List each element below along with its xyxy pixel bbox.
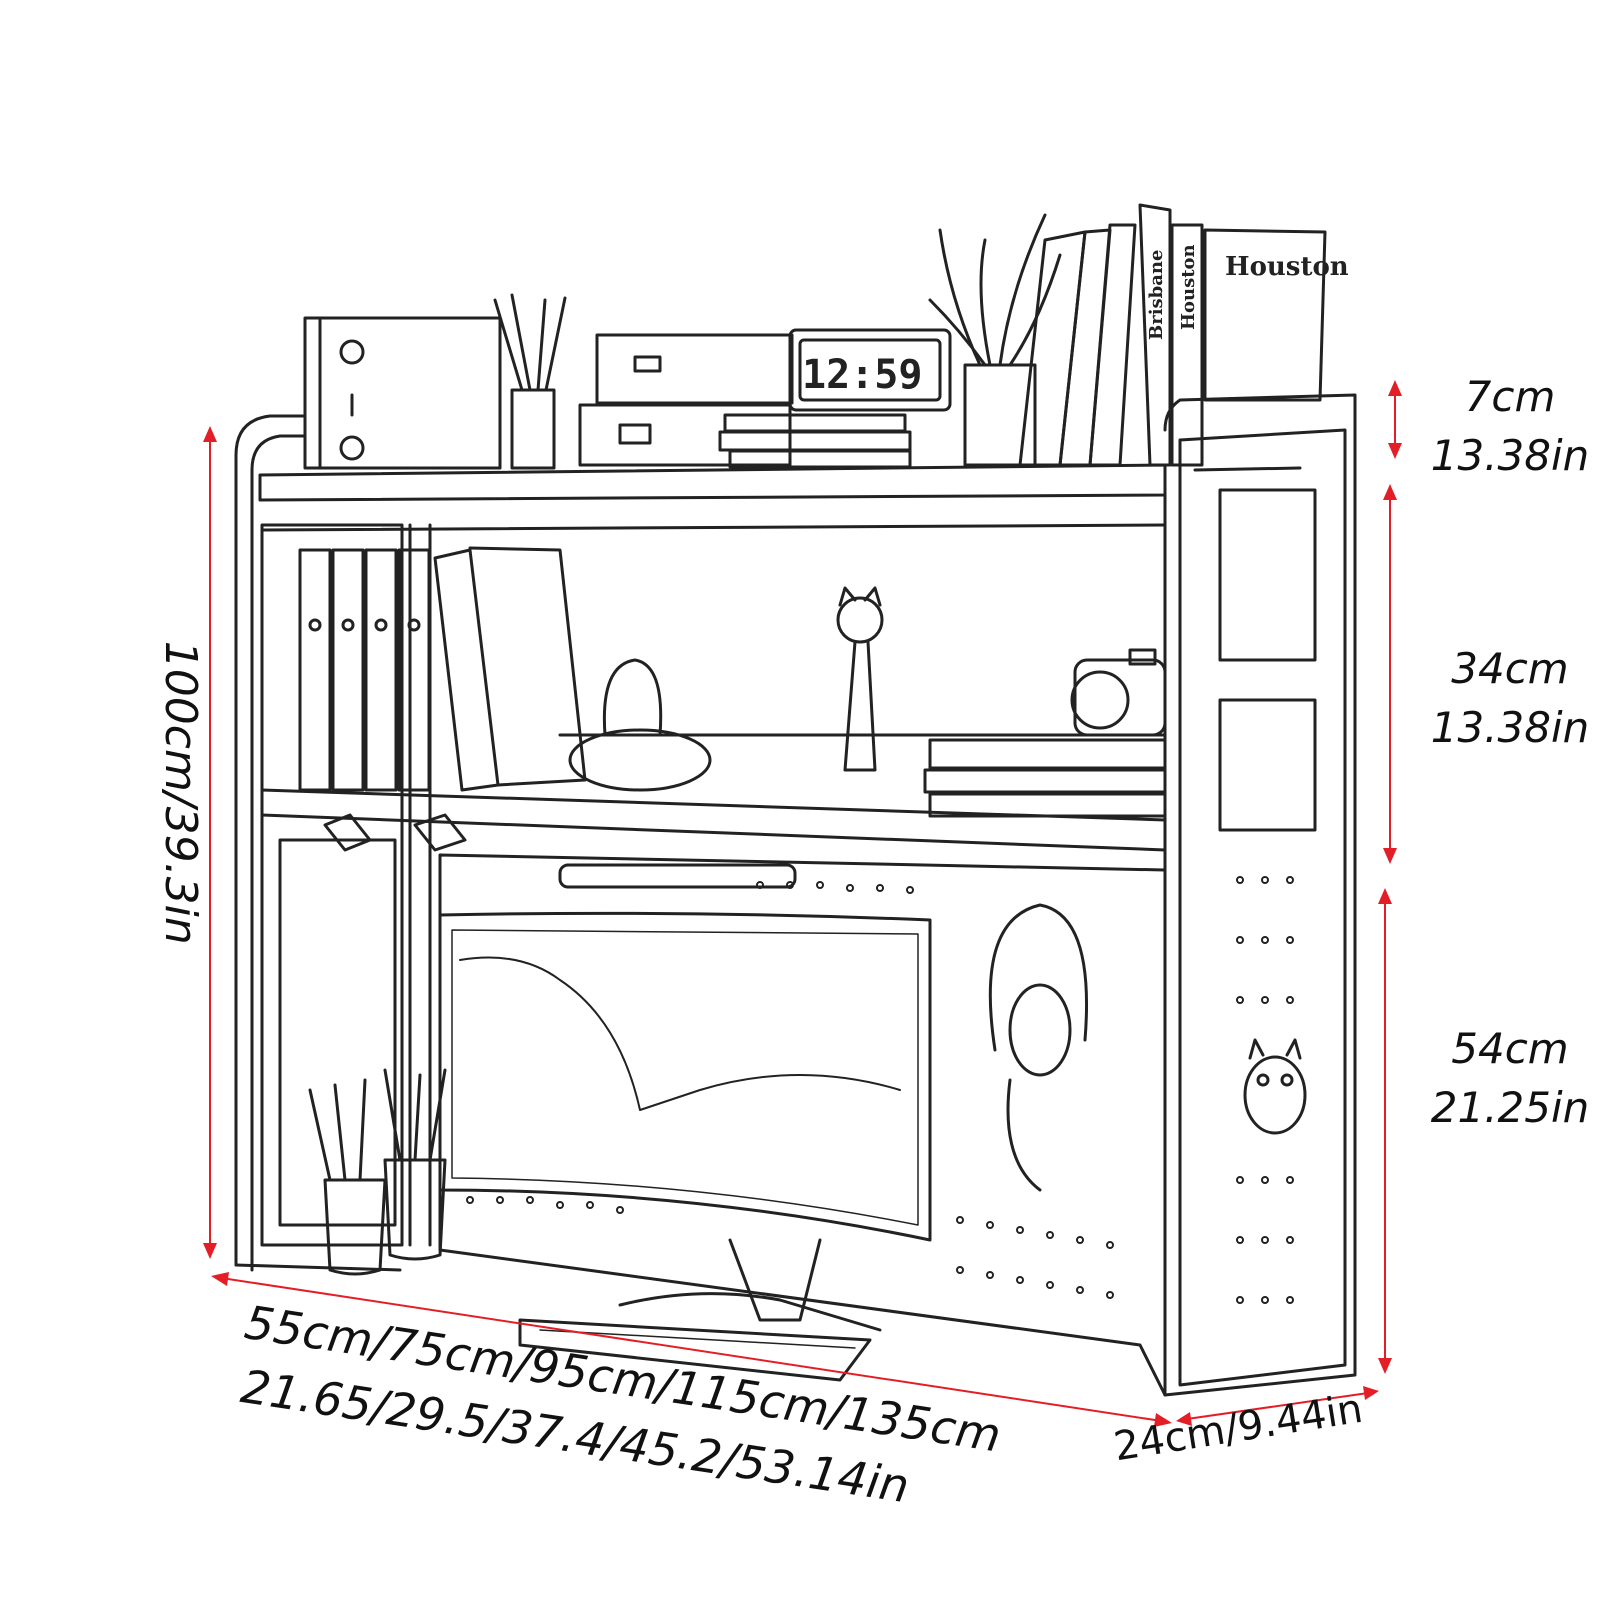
clock-readout: 12:59 — [802, 352, 922, 398]
camera-icon — [1070, 648, 1167, 737]
headphones-icon — [988, 903, 1089, 1192]
middle-tier-metric: 34cm — [1451, 644, 1569, 693]
book-spine-brisbane: Brisbane — [1146, 250, 1167, 340]
top-tier-metric: 7cm — [1464, 372, 1556, 421]
middle-tier-imperial: 13.38in — [1430, 702, 1590, 752]
cat-figurine-icon — [836, 586, 884, 772]
pen-holder-icon — [308, 1068, 447, 1276]
binder-icon — [298, 546, 587, 792]
cactus-pot-icon — [568, 658, 712, 792]
clock-icon: 12:59 — [788, 328, 952, 412]
monitor-icon — [438, 911, 932, 1332]
dimension-label-bottom-tier: 54cm 21.25in — [1410, 1020, 1600, 1138]
upright-books: Houston Brisbane Houston — [1018, 203, 1349, 467]
height-arrow-total — [203, 426, 217, 1259]
pegboard-hooks — [323, 813, 467, 852]
owl-ornament-icon — [1243, 1038, 1307, 1135]
book-title-houston: Houston — [1225, 252, 1349, 282]
storage-box-icon — [578, 333, 794, 467]
dimension-label-top-tier: 7cm 13.38in — [1410, 368, 1600, 486]
keyboard-icon — [518, 1318, 872, 1382]
speaker-icon — [303, 316, 502, 470]
stacked-books-top — [718, 413, 912, 469]
bottom-tier-metric: 54cm — [1451, 1024, 1569, 1073]
total-height-text: 100cm/39.3in — [154, 640, 206, 945]
bottom-tier-imperial: 21.25in — [1430, 1082, 1590, 1132]
height-arrow-bottom-tier — [1378, 888, 1392, 1374]
height-arrow-top-tier — [1388, 380, 1402, 459]
width-arrow — [211, 1272, 1172, 1427]
depth-arrow — [1176, 1386, 1379, 1426]
dimension-label-total-height: 100cm/39.3in — [149, 641, 211, 945]
stacked-books-middle — [923, 738, 1167, 818]
reed-diffuser-icon — [493, 293, 567, 470]
top-tier-imperial: 13.38in — [1430, 430, 1590, 480]
dimension-label-middle-tier: 34cm 13.38in — [1410, 640, 1600, 758]
pegboard-holes-right — [1236, 876, 1294, 1304]
book-spine-houston: Houston — [1178, 244, 1199, 330]
height-arrow-middle-tier — [1383, 484, 1397, 864]
